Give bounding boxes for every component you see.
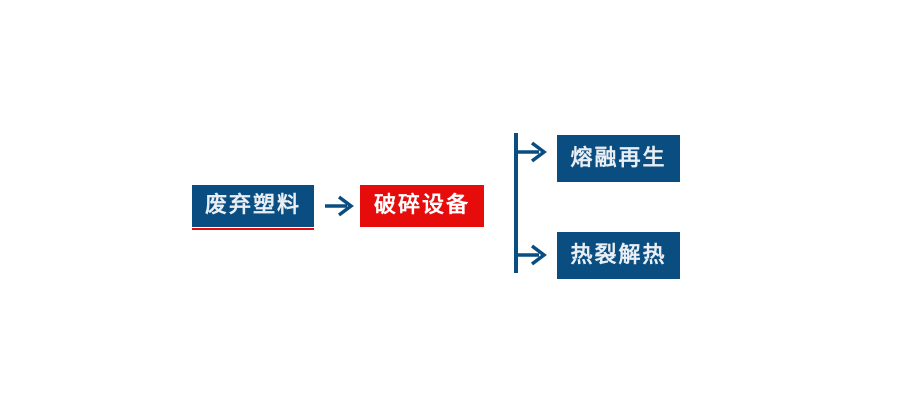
branch-spine-line [514,133,518,273]
node-source-label: 废弃塑料 [204,193,301,218]
node-output-1[interactable]: 熔融再生 [557,135,680,182]
node-process-label: 破碎设备 [373,193,470,218]
node-output-1-label: 熔融再生 [570,145,667,171]
node-process[interactable]: 破碎设备 [360,185,484,227]
node-source[interactable]: 废弃塑料 [192,185,314,230]
arrow-right-icon [322,192,356,220]
arrow-right-icon-branch-2 [516,242,548,268]
node-output-2-label: 热裂解热 [570,242,667,268]
arrow-right-icon-branch-1 [516,139,548,165]
node-output-2[interactable]: 热裂解热 [557,232,680,279]
